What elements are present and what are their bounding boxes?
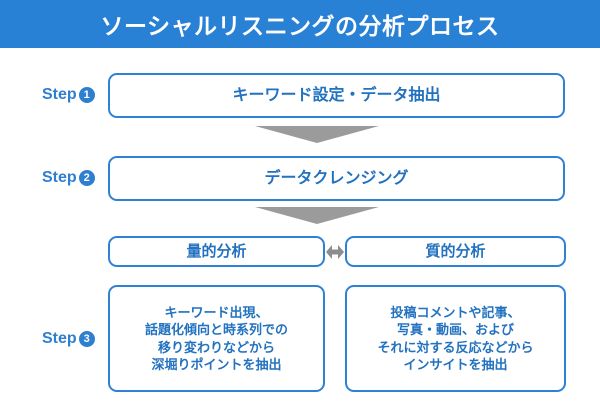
step-number-1: 1 [78,87,95,103]
down-arrow-icon-2 [255,207,379,224]
quantitative-analysis-title-box[interactable]: 量的分析 [108,236,325,267]
page-title: ソーシャルリスニングの分析プロセス [100,13,500,39]
quantitative-analysis-title: 量的分析 [186,242,247,260]
down-arrow-icon-1 [255,126,379,143]
step-label-2-text: Step [42,169,77,186]
quantitative-body-line-1: キーワード出現、 [164,305,269,321]
header-banner: ソーシャルリスニングの分析プロセス [0,0,600,48]
left-right-arrow-icon [326,242,344,262]
qualitative-body-line-3: それに対する反応などから [377,339,534,355]
qualitative-body-line-1: 投稿コメントや記事、 [390,305,521,321]
qualitative-analysis-title: 質的分析 [425,242,486,260]
qualitative-analysis-title-box[interactable]: 質的分析 [345,236,566,267]
step-number-3: 3 [78,331,95,347]
qualitative-body-line-4: インサイトを抽出 [403,356,508,372]
step-1-box-text: キーワード設定・データ抽出 [232,86,441,104]
quantitative-body-line-4: 深堀りポイントを抽出 [151,356,282,372]
quantitative-body-line-2: 話題化傾向と時系列での [144,322,288,338]
qualitative-analysis-body-box[interactable]: 投稿コメントや記事、 写真・動画、および それに対する反応などから インサイトを… [345,285,566,392]
step-2-box[interactable]: データクレンジング [108,156,565,201]
qualitative-body-line-2: 写真・動画、および [396,322,514,338]
step-1-box[interactable]: キーワード設定・データ抽出 [108,73,565,118]
step-number-2: 2 [78,170,95,186]
quantitative-analysis-body-box[interactable]: キーワード出現、 話題化傾向と時系列での 移り変わりなどから 深堀りポイントを抽… [108,285,325,392]
quantitative-body-line-3: 移り変わりなどから [157,339,275,355]
step-2-box-text: データクレンジング [264,169,409,187]
step-label-3-text: Step [42,330,77,347]
step-label-1-text: Step [42,86,77,103]
